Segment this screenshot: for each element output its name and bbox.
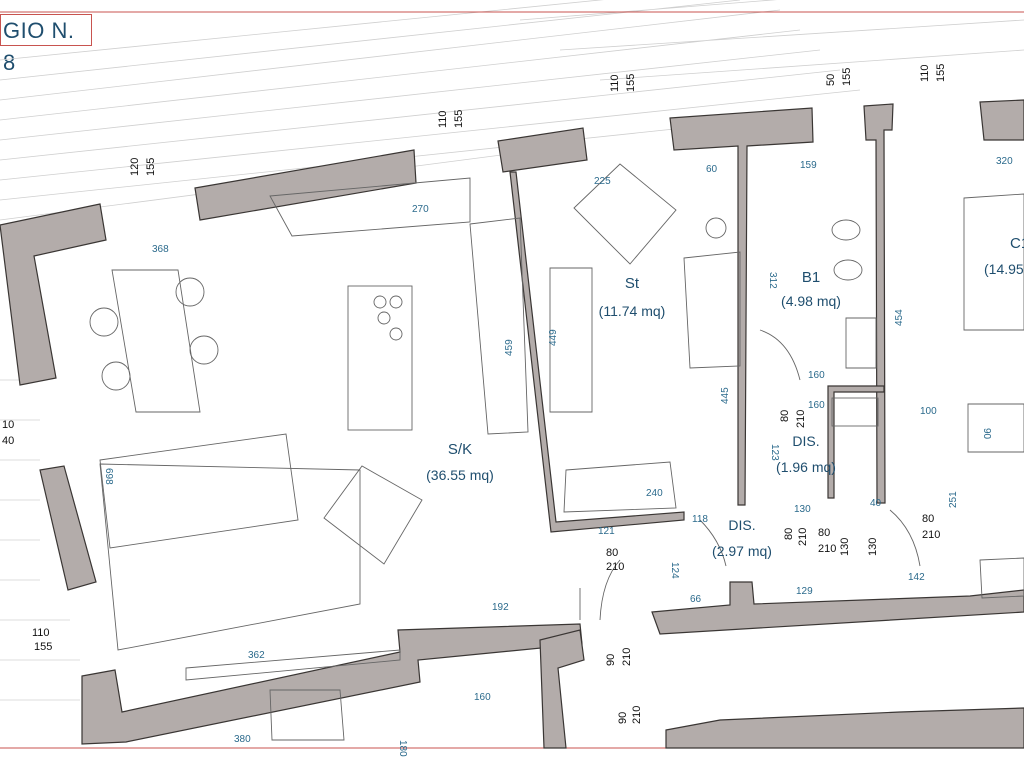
door-dim-5b: 210 bbox=[797, 528, 809, 546]
dim-251: 251 bbox=[948, 491, 959, 508]
plan-label: GIO N. 8 bbox=[0, 14, 92, 75]
door-dim-8b: 130 bbox=[867, 538, 879, 556]
window-dim-4a: 50 bbox=[825, 74, 837, 86]
dim-368: 368 bbox=[152, 244, 169, 255]
dim-362: 362 bbox=[248, 650, 265, 661]
dim-270: 270 bbox=[412, 204, 429, 215]
door-dim-2b: 210 bbox=[795, 410, 807, 428]
door-dim-2a: 80 bbox=[779, 410, 791, 422]
door-dim-1a: 80 bbox=[606, 547, 618, 559]
window-dim-5b: 155 bbox=[935, 64, 947, 82]
dim-445: 445 bbox=[720, 387, 731, 404]
window-dim-5a: 110 bbox=[919, 64, 931, 82]
door-dim-3b: 210 bbox=[818, 543, 836, 555]
door-dim-5a: 80 bbox=[783, 528, 795, 540]
dim-225: 225 bbox=[594, 176, 611, 187]
room-label-st: St bbox=[625, 275, 640, 292]
room-area-st: (11.74 mq) bbox=[599, 303, 666, 319]
room-label-b1: B1 bbox=[802, 269, 820, 286]
room-label-dis1: DIS. bbox=[792, 433, 819, 449]
dim-142: 142 bbox=[908, 572, 925, 583]
dim-240: 240 bbox=[646, 488, 663, 499]
dim-60: 60 bbox=[706, 164, 718, 175]
door-dim-6b: 210 bbox=[621, 648, 633, 666]
window-dim-left2-a: 10 bbox=[2, 419, 14, 431]
interior-lines bbox=[99, 177, 1024, 741]
door-dim-1b: 210 bbox=[606, 561, 624, 573]
dim-454: 454 bbox=[894, 309, 905, 326]
dim-90: 90 bbox=[981, 428, 992, 440]
door-dim-4a: 80 bbox=[922, 513, 934, 525]
dim-698: 698 bbox=[103, 468, 114, 485]
dim-312: 312 bbox=[767, 272, 778, 289]
dim-124: 124 bbox=[669, 562, 680, 579]
dim-459: 459 bbox=[504, 339, 515, 356]
room-area-dis2: (2.97 mq) bbox=[712, 543, 772, 559]
dim-100: 100 bbox=[920, 406, 937, 417]
dim-118: 118 bbox=[692, 514, 708, 525]
window-dim-4b: 155 bbox=[841, 68, 853, 86]
walls bbox=[0, 99, 1024, 749]
dim-66: 66 bbox=[690, 594, 702, 605]
door-dim-4b: 210 bbox=[922, 529, 940, 541]
room-label-sk: S/K bbox=[448, 441, 472, 458]
window-dim-3a: 110 bbox=[609, 74, 621, 92]
dim-380: 380 bbox=[234, 734, 251, 745]
door-dim-7a: 90 bbox=[617, 712, 629, 724]
dim-123: 123 bbox=[769, 444, 780, 461]
dim-121: 121 bbox=[598, 526, 615, 537]
window-dim-left2-b: 40 bbox=[2, 435, 14, 447]
window-dim-left-a: 110 bbox=[32, 627, 50, 639]
window-dim-2a: 110 bbox=[437, 110, 449, 128]
room-area-c1: (14.95 bbox=[984, 261, 1024, 277]
dim-180: 180 bbox=[397, 740, 408, 757]
dim-160c: 160 bbox=[474, 692, 491, 703]
door-dim-3a: 80 bbox=[818, 527, 830, 539]
dim-160b: 160 bbox=[808, 400, 825, 411]
window-dim-left-b: 155 bbox=[34, 641, 52, 653]
window-dim-1b: 155 bbox=[145, 158, 157, 176]
door-dim-8a: 130 bbox=[839, 538, 851, 556]
dimensions-blue: 368 270 449 459 225 60 312 159 445 160 4… bbox=[103, 156, 1013, 757]
door-dim-6a: 90 bbox=[605, 654, 617, 666]
window-dim-3b: 155 bbox=[625, 74, 637, 92]
dimensions-black: 120 155 110 155 110 155 50 155 110 155 8… bbox=[2, 64, 947, 724]
window-dim-2b: 155 bbox=[453, 110, 465, 128]
dim-160a: 160 bbox=[808, 370, 825, 381]
dim-130: 130 bbox=[794, 504, 811, 515]
door-dim-7b: 210 bbox=[631, 706, 643, 724]
dim-129: 129 bbox=[796, 586, 813, 597]
dim-40: 40 bbox=[870, 498, 882, 509]
dim-320: 320 bbox=[996, 156, 1013, 167]
dim-449: 449 bbox=[548, 329, 559, 346]
room-label-c1: C1 bbox=[1010, 235, 1024, 252]
room-area-dis1: (1.96 mq) bbox=[776, 459, 836, 475]
room-area-b1: (4.98 mq) bbox=[781, 293, 841, 309]
dim-159: 159 bbox=[800, 160, 817, 171]
room-label-dis2: DIS. bbox=[728, 517, 755, 533]
room-area-sk: (36.55 mq) bbox=[426, 467, 494, 483]
furniture-rugs bbox=[89, 163, 879, 565]
window-dim-1a: 120 bbox=[129, 158, 141, 176]
dim-192: 192 bbox=[492, 602, 509, 613]
